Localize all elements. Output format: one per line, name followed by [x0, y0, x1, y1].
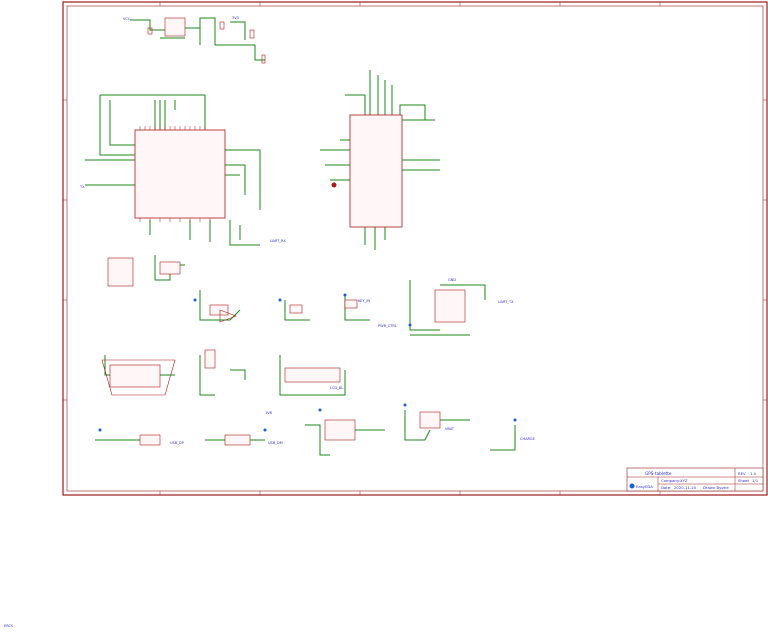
net-label-tx: TX	[79, 185, 85, 189]
mcu-u2	[320, 70, 440, 250]
title-block-company-label: Company:	[661, 478, 680, 483]
component-clusters: UART_TX PWR_CTRL LCD_BL USB_DP USB_DM CH…	[95, 220, 535, 456]
title-block: GPS-tablette REV 1.0 Company: XYZ Sheet …	[626, 467, 764, 492]
net-label-charge: CHARGE	[520, 437, 535, 441]
title-block-sheet-value: 1/1	[752, 478, 759, 483]
corner-text: ERCS	[4, 624, 14, 628]
title-block-date-label: Date:	[661, 485, 671, 490]
net-label-vbat: VBAT	[445, 427, 455, 431]
title-block-rev-label: REV	[738, 471, 746, 476]
mcu-u1: TX	[79, 94, 261, 242]
easyeda-logo-icon	[629, 483, 635, 489]
title-block-date-value: 2020-11-20	[674, 485, 697, 490]
title-block-drawn-value: zhe	[722, 485, 729, 490]
title-block-sheet-label: Sheet	[738, 478, 749, 483]
net-label-lcd-bl: LCD_BL	[330, 386, 343, 390]
net-label-uart-tx: UART_TX	[498, 300, 514, 304]
title-block-logo-text: EasyEDA	[636, 484, 653, 489]
net-label-key-in: KEY_IN	[358, 299, 370, 303]
border-ticks	[63, 2, 767, 495]
net-label-gnd: GND	[448, 278, 456, 282]
net-label-vcc: VCC	[123, 17, 131, 21]
title-block-company-value: XYZ	[680, 478, 688, 483]
net-label-pwr-ctrl: PWR_CTRL	[378, 324, 397, 328]
title-block-title: GPS-tablette	[645, 471, 672, 476]
power-regulator-section: VCC 3V3	[123, 16, 266, 64]
net-label-3v3: 3V3	[232, 16, 239, 20]
sheet-border	[62, 1, 768, 496]
net-label-usb-dm: USB_DM	[268, 441, 283, 445]
net-label-uart-rx: UART_RX	[270, 239, 286, 243]
title-block-drawn-label: Drawn By:	[703, 485, 722, 490]
title-block-rev-value: 1.0	[750, 471, 757, 476]
net-label-1v8: 1V8	[265, 411, 272, 415]
net-label-usb-dp: USB_DP	[170, 441, 184, 445]
